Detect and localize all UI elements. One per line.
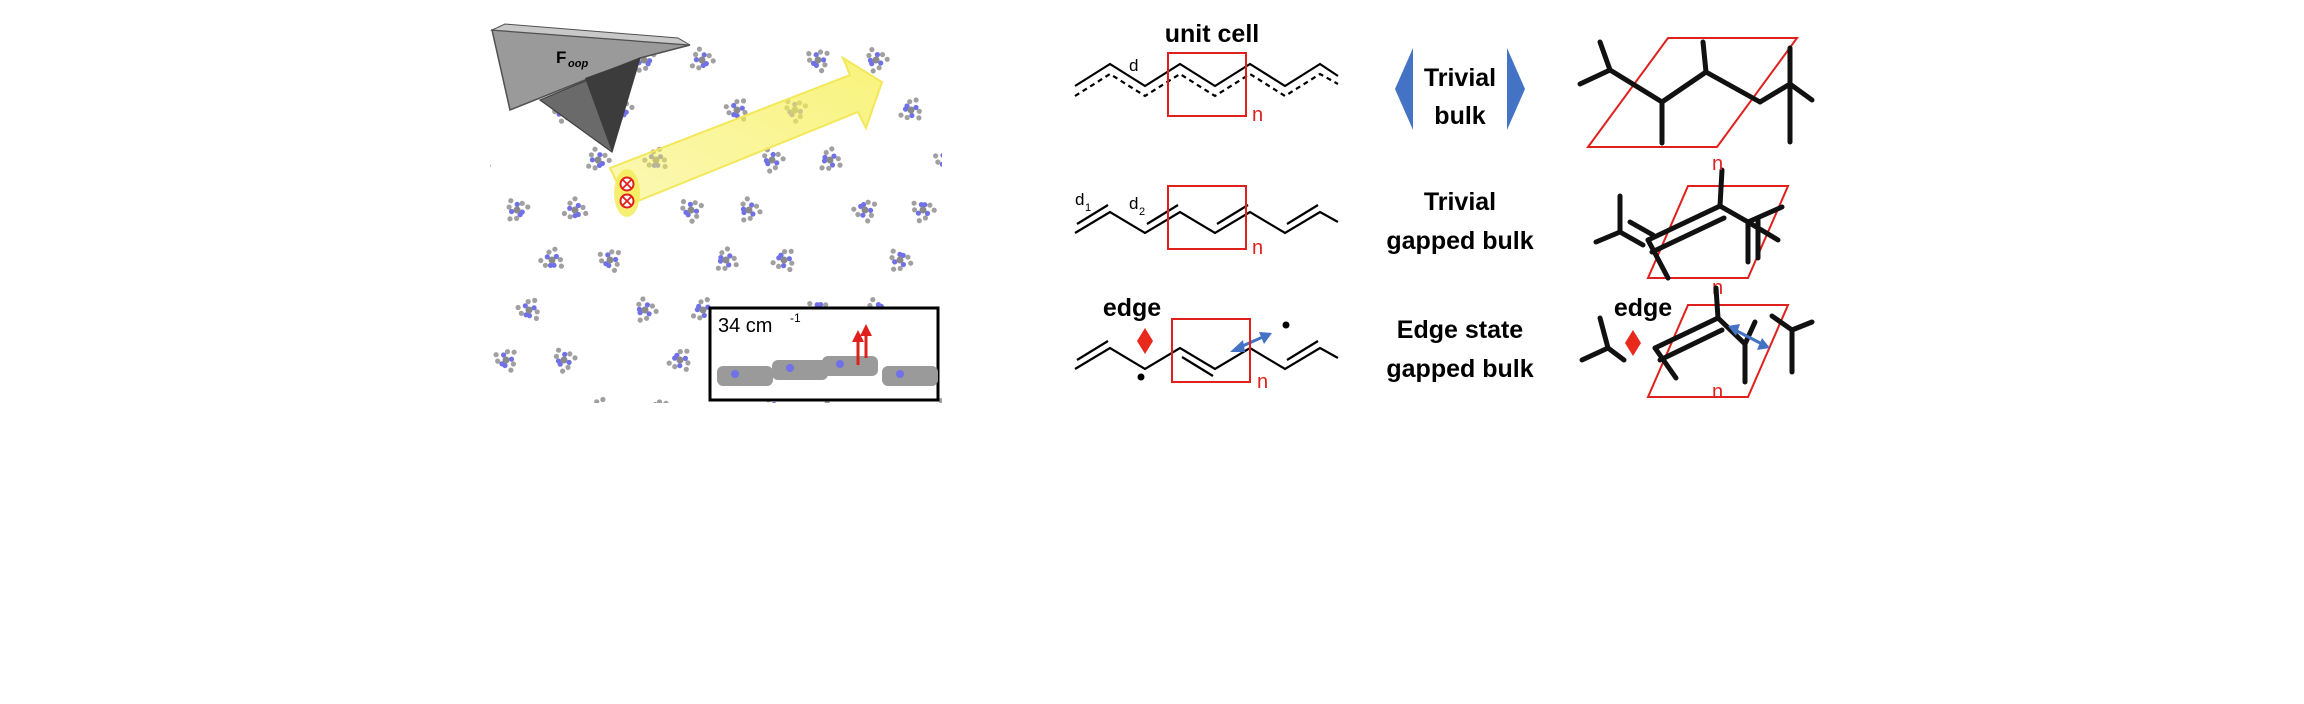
force-label: F [556, 48, 566, 67]
molecule-node [666, 348, 691, 372]
molecule-node [594, 396, 606, 403]
edge-diamond-chain [1137, 328, 1153, 354]
molecule-node [898, 97, 922, 121]
stacked-molecule [717, 366, 773, 386]
molecule-node [636, 296, 659, 323]
edge-diamond-lattice [1625, 330, 1641, 356]
bond-length-d2-sub: 2 [1139, 206, 1145, 218]
stacked-molecule [822, 356, 878, 376]
chain-edge-state [1074, 340, 1339, 377]
vibration-inset: 34 cm -1 [708, 306, 940, 402]
molecule-node [553, 347, 578, 374]
row1-label-line1: Trivial [1424, 64, 1496, 92]
unit-cell-box-3 [1171, 318, 1251, 383]
unit-cell-label: unit cell [1165, 20, 1259, 48]
molecule-node [493, 349, 517, 373]
molecule-node [1041, 298, 1065, 321]
molecule-node [586, 146, 612, 171]
frequency-label: 34 cm [718, 315, 772, 337]
molecule-node [740, 196, 763, 223]
shift-arrow-chain [1230, 332, 1272, 352]
lattice-trivial-bulk [1577, 37, 1815, 148]
edge-label-lattice: edge [1614, 294, 1672, 322]
molecule-node [561, 196, 589, 220]
molecule-node [689, 46, 716, 71]
afm-tip: F oop [490, 23, 691, 153]
bond-length-d: d [1129, 56, 1138, 75]
row2-label-line2: gapped bulk [1386, 227, 1533, 255]
lattice-trivial-gapped [1593, 167, 1790, 281]
repeat-n-1: n [1252, 104, 1263, 126]
molecule-node [597, 249, 622, 273]
row3-label-line2: gapped bulk [1386, 355, 1533, 383]
row3-label-line1: Edge state [1397, 316, 1524, 344]
molecule-node [515, 297, 540, 321]
molecule-node [806, 49, 830, 74]
molecule-node [723, 98, 748, 122]
molecule-node [506, 198, 531, 222]
molecule-node [889, 248, 914, 272]
chain-trivial-gapped [1074, 204, 1339, 235]
bond-length-d2: d [1129, 194, 1138, 213]
molecule-node [538, 246, 565, 269]
row2-label-line1: Trivial [1424, 188, 1496, 216]
molecule-node [690, 297, 715, 321]
repeat-n-3: n [1257, 371, 1268, 393]
row1-label-line2: bulk [1434, 102, 1485, 130]
spin-markers [614, 169, 640, 217]
molecule-node [762, 147, 786, 174]
frequency-exponent: -1 [790, 311, 801, 325]
molecule-node [945, 246, 969, 271]
excitation-arrow [608, 55, 884, 207]
edge-label-chain: edge [1103, 294, 1161, 322]
molecule-node [819, 146, 843, 171]
stacked-molecule [882, 366, 938, 386]
molecule-node [1025, 197, 1049, 223]
molecule-node [851, 199, 878, 224]
shift-arrow-lattice [1728, 324, 1770, 350]
molecule-node [653, 399, 669, 403]
molecule-node [978, 49, 1002, 72]
molecule-node [459, 49, 483, 72]
radical-dot-left [1137, 373, 1145, 381]
stacked-molecule [772, 360, 828, 380]
lattice-repeat-n-2a: n [1712, 153, 1723, 175]
molecule-node [1016, 347, 1042, 371]
bond-length-d1-sub: 1 [1085, 202, 1091, 214]
chain-trivial-bulk [1074, 62, 1339, 98]
molecule-node [680, 199, 704, 224]
bond-length-d1: d [1075, 190, 1084, 209]
force-subscript: oop [568, 58, 588, 70]
molecule-node [933, 152, 942, 167]
double-arrow-trivial [1395, 48, 1525, 130]
unit-cell-box-2 [1167, 185, 1247, 250]
molecule-node [715, 246, 739, 271]
molecule-node [911, 200, 937, 224]
molecule-node [992, 396, 1019, 419]
molecule-node [490, 160, 491, 168]
molecule-node [994, 148, 1018, 171]
molecule-node [980, 299, 1003, 324]
molecule-node [866, 47, 890, 74]
repeat-n-2: n [1252, 237, 1263, 259]
unit-cell-box-1 [1167, 52, 1247, 117]
molecule-node [770, 248, 795, 273]
lattice-edge-state [1579, 285, 1815, 398]
lattice-repeat-n-3: n [1712, 381, 1723, 403]
molecule-node [938, 398, 942, 403]
molecule-node [955, 100, 981, 124]
radical-dot-right [1282, 321, 1290, 329]
